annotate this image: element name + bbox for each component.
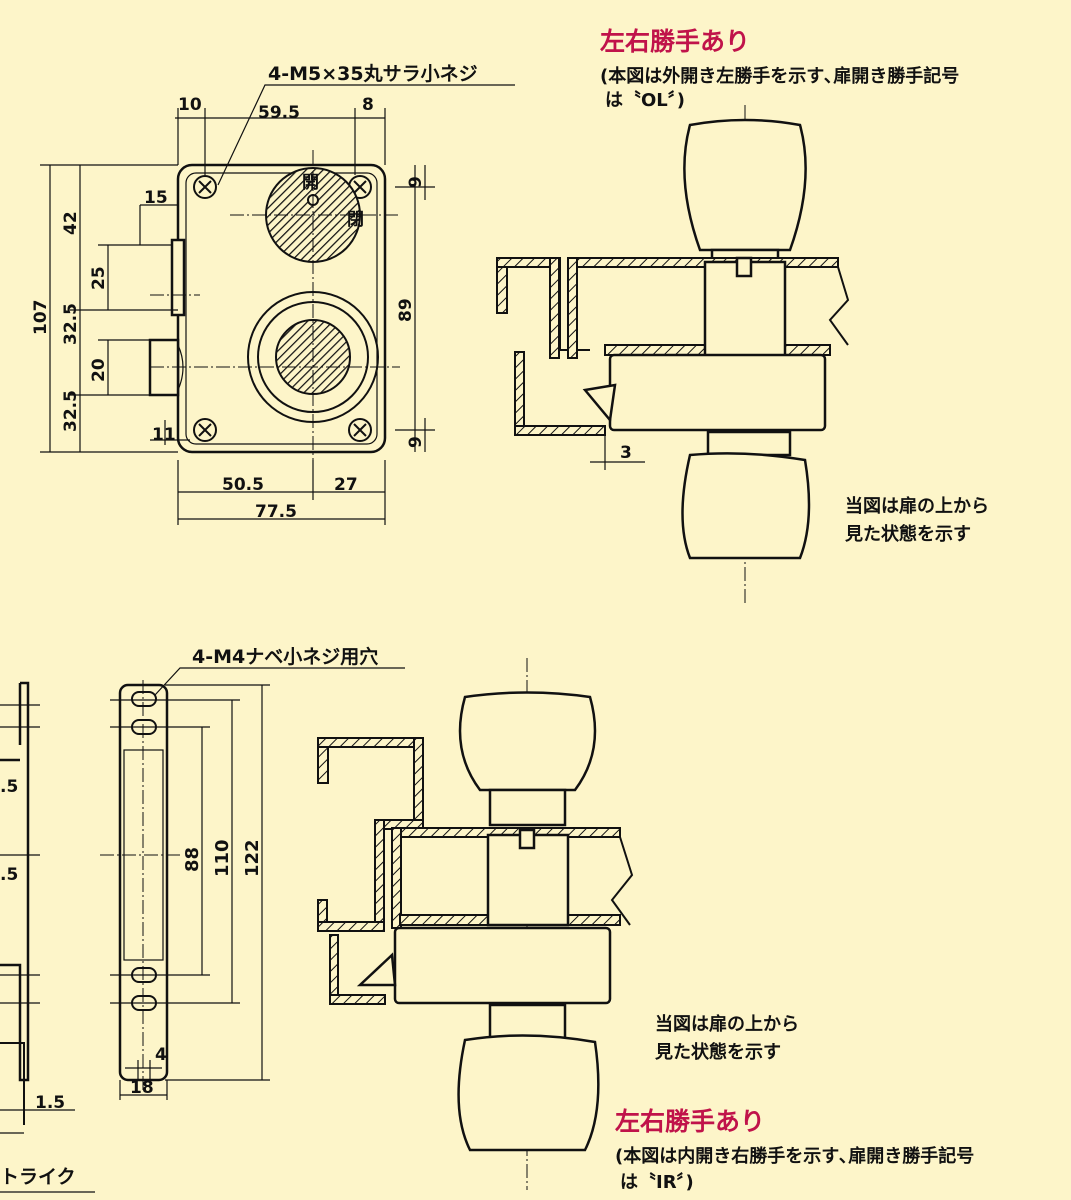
dimension-label: 107 — [31, 300, 51, 336]
lock-case-top — [393, 926, 612, 1005]
handing-heading: 左右勝手あり — [600, 27, 750, 56]
outer-knob — [458, 691, 597, 792]
lock-case-top — [608, 353, 827, 432]
dimension-label: 42 — [61, 211, 81, 235]
dimension-label: 18 — [130, 1078, 154, 1098]
dimension-label: 59.5 — [258, 103, 300, 123]
bottom-view-drawing: 当図は扉の上から 見た状態を示す 左右勝手あり (本図は内開き右勝手を示す､扉開… — [317, 658, 974, 1193]
outer-knob — [683, 118, 807, 252]
dimension-label: 11 — [152, 425, 176, 445]
view-note: 当図は扉の上から — [845, 495, 989, 517]
inner-knob — [681, 452, 811, 560]
top-view-drawing: 3 左右勝手あり (本図は外開き左勝手を示す､扉開き勝手記号 は〝OL〞) 当図… — [496, 27, 989, 605]
dimension-label: 見た状態を示す — [654, 1041, 781, 1063]
dimension-label: 15 — [144, 188, 168, 208]
dimension-label: .5 — [0, 865, 18, 885]
dimension-label: .5 — [0, 777, 18, 797]
dimension-label: は〝IR〞) — [620, 1171, 694, 1193]
dimension-label: 50.5 — [222, 475, 264, 495]
screw-note: 4-M5×35丸サラ小ネジ — [268, 63, 478, 85]
dimension-label: 見た状態を示す — [844, 523, 971, 545]
dimension-label: 9 — [406, 436, 426, 448]
strike-drawing: 4-M4ナベ小ネジ用穴 88 110 122 4 18 .5 .5 1.5 トラ… — [0, 645, 405, 1193]
dimension-label: 4 — [155, 1045, 167, 1065]
hole-note: 4-M4ナベ小ネジ用穴 — [192, 645, 378, 668]
dimension-label: 110 — [212, 839, 233, 877]
dimension-label: 開 — [302, 173, 319, 193]
dimension-label: は〝OL〞) — [605, 89, 685, 111]
dimension-label: 32.5 — [61, 303, 81, 345]
spindle-housing — [703, 260, 787, 359]
dimension-label: 77.5 — [255, 502, 297, 522]
dimension-label: 20 — [89, 358, 109, 382]
view-note: 当図は扉の上から — [655, 1013, 799, 1035]
dimension-label: 1.5 — [35, 1093, 65, 1113]
screw-icon — [193, 175, 372, 442]
handing-note: (本図は外開き左勝手を示す､扉開き勝手記号 — [600, 65, 959, 87]
dimension-label: 88 — [182, 847, 203, 872]
dimension-label: 27 — [334, 475, 358, 495]
dimension-label: 9 — [406, 176, 426, 188]
lock-body-drawing: 4-M5×35丸サラ小ネジ 10 59.5 8 15 開 閉 42 25 107… — [31, 63, 515, 525]
dimension-label: 25 — [89, 266, 109, 290]
dimension-label: 閉 — [347, 210, 364, 230]
dimension-label: 122 — [242, 839, 263, 877]
dimension-label: 8 — [362, 95, 374, 115]
dimension-label: 89 — [396, 298, 416, 322]
dimension-label: 3 — [620, 443, 632, 463]
dimension-label: 10 — [178, 95, 202, 115]
dimension-label: 32.5 — [61, 390, 81, 432]
inner-knob — [457, 1034, 600, 1152]
strike-label: トライク — [0, 1166, 76, 1188]
handing-note: (本図は内開き右勝手を示す､扉開き勝手記号 — [615, 1145, 974, 1167]
handing-heading: 左右勝手あり — [615, 1107, 765, 1136]
